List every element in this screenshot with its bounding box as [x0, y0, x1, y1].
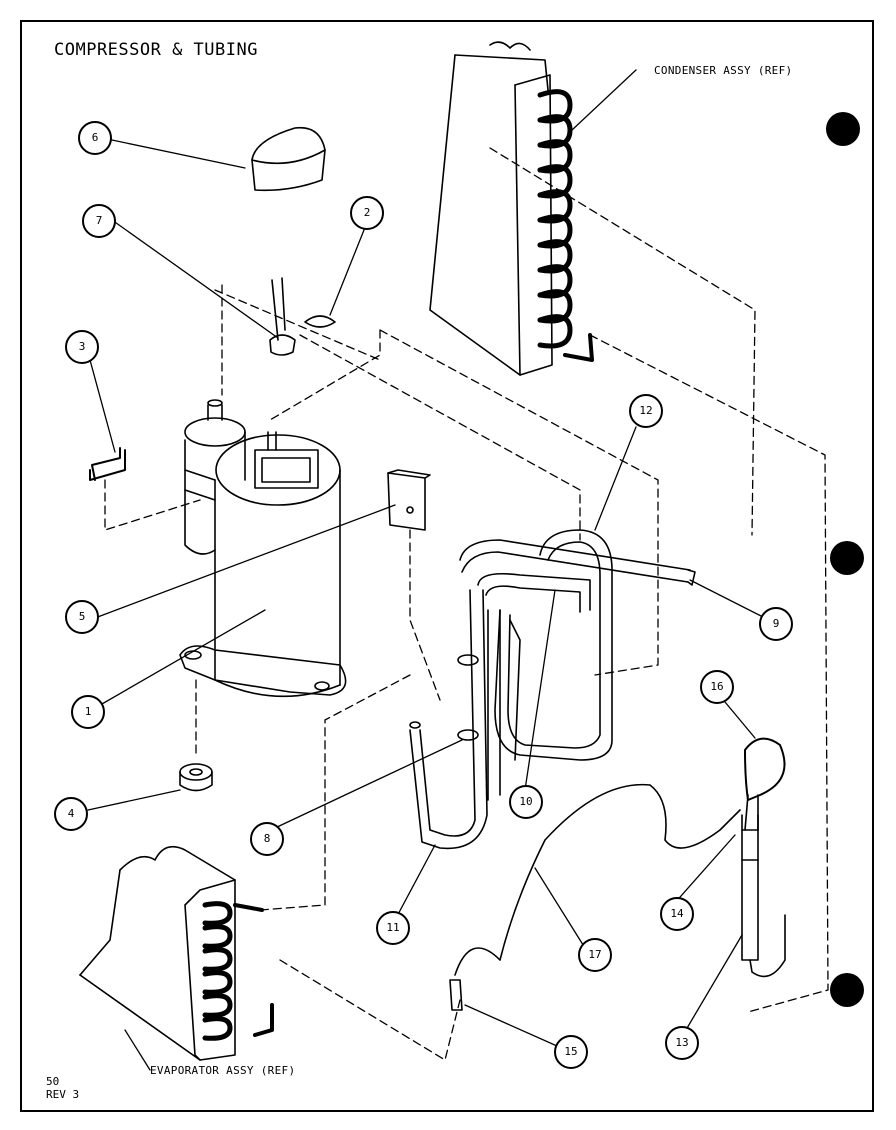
diagram-title: COMPRESSOR & TUBING — [54, 40, 258, 60]
callout-8: 8 — [250, 822, 284, 856]
callout-4: 4 — [54, 797, 88, 831]
page-revision: REV 3 — [46, 1088, 80, 1101]
callout-5: 5 — [65, 600, 99, 634]
callout-13: 13 — [665, 1026, 699, 1060]
callout-15: 15 — [554, 1035, 588, 1069]
binder-hole-top — [826, 112, 860, 146]
callout-2: 2 — [350, 196, 384, 230]
callout-12: 12 — [629, 394, 663, 428]
evaporator-assembly — [79, 845, 274, 1061]
capillary-assembly — [449, 737, 786, 1011]
callout-16: 16 — [700, 670, 734, 704]
tubing-assembly — [409, 529, 696, 850]
terminal-cover — [251, 126, 326, 192]
condenser-assembly — [429, 41, 594, 376]
callout-9: 9 — [759, 607, 793, 641]
callout-6: 6 — [78, 121, 112, 155]
callout-3: 3 — [65, 330, 99, 364]
binder-hole-bottom — [830, 973, 864, 1007]
callout-17: 17 — [578, 938, 612, 972]
page-border — [20, 20, 874, 1112]
callout-7: 7 — [82, 204, 116, 238]
callout-11: 11 — [376, 911, 410, 945]
callout-1: 1 — [71, 695, 105, 729]
page-number: 50 REV 3 — [46, 1075, 79, 1101]
condenser-label: CONDENSER ASSY (REF) — [654, 64, 793, 77]
page-number-value: 50 — [46, 1075, 60, 1088]
callout-10: 10 — [509, 785, 543, 819]
binder-hole-middle — [830, 541, 864, 575]
callout-14: 14 — [660, 897, 694, 931]
evaporator-label: EVAPORATOR ASSY (REF) — [150, 1064, 296, 1077]
compressor — [179, 399, 347, 698]
